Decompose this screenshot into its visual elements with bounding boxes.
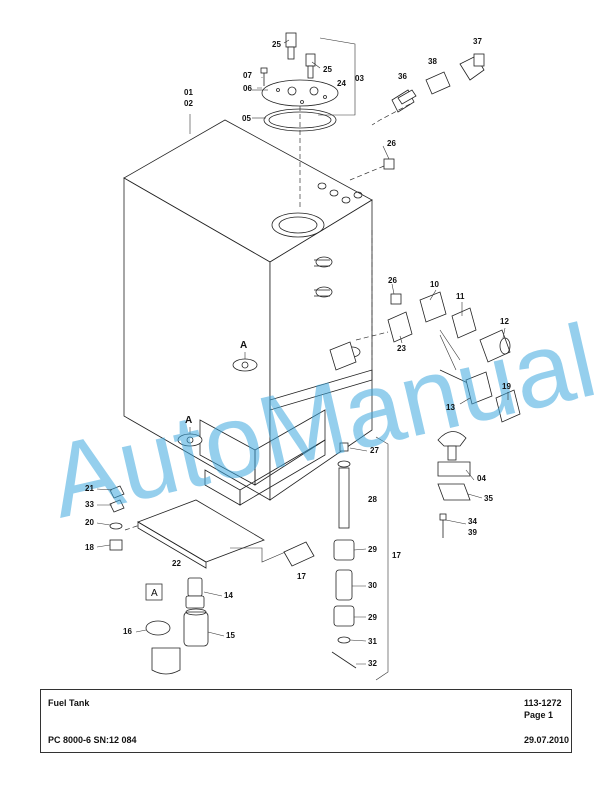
callout-17: 17 [392,551,401,560]
tube-28[interactable] [338,467,350,529]
callout-36: 36 [398,72,407,81]
callout-12: 12 [500,317,509,326]
callout-19: 19 [502,382,511,391]
callout-02: 02 [184,99,193,108]
bolt-18[interactable] [109,539,123,551]
callout-37: 37 [473,37,482,46]
tank-cover-plate[interactable] [261,79,339,107]
callout-17: 17 [297,572,306,581]
callout-11: 11 [456,292,465,301]
tube-30[interactable] [335,569,353,601]
callout-27: 27 [370,446,379,455]
callout-25: 25 [323,65,332,74]
drawing-number: 113-1272 [524,698,562,708]
drain-fitting-a-lower[interactable] [177,427,203,447]
callout-31: 31 [368,637,377,646]
adapter-11[interactable] [451,307,477,339]
callout-a: A [240,340,247,351]
callout-28: 28 [368,495,377,504]
drawing-title: Fuel Tank [48,698,90,708]
callout-10: 10 [430,280,439,289]
fitting-23[interactable] [329,311,413,371]
bolt-34[interactable] [439,513,447,538]
washer-20[interactable] [109,522,123,530]
callout-26: 26 [388,276,397,285]
callout-labels: 25 25 03 24 07 06 01 02 05 37 38 36 26 2… [85,37,511,668]
detail-a-marker: A [151,588,158,599]
callout-18: 18 [85,543,94,552]
fuel-tank-body[interactable] [123,119,373,506]
elbow-10[interactable] [419,291,447,323]
callout-35: 35 [484,494,493,503]
callout-01: 01 [184,88,193,97]
coupler-body-15[interactable] [183,608,209,647]
pin-32[interactable] [331,651,357,669]
callout-38: 38 [428,57,437,66]
callout-07: 07 [243,71,252,80]
cover-gasket[interactable] [263,108,337,132]
callout-39: 39 [468,528,477,537]
callout-16: 16 [123,627,132,636]
callout-25: 25 [272,40,281,49]
callout-20: 20 [85,518,94,527]
adapter-38[interactable] [425,71,451,95]
plug-26-upper[interactable] [349,158,395,181]
callout-03: 03 [355,74,364,83]
clamp-35[interactable] [437,483,471,501]
filter-17[interactable] [283,541,315,567]
ball-valve-04[interactable] [437,431,471,477]
callout-23: 23 [397,344,406,353]
hose-fitting-36[interactable] [391,89,417,113]
callout-14: 14 [224,591,233,600]
callout-30: 30 [368,581,377,590]
detail-a-marker-box [145,583,163,601]
cap-27[interactable] [337,442,351,468]
callout-26: 26 [387,139,396,148]
drawing-date: 29.07.2010 [524,735,570,745]
callout-21: 21 [85,484,94,493]
callout-05: 05 [242,114,251,123]
cover-bolt[interactable] [260,67,268,86]
callout-34: 34 [468,517,477,526]
sleeve-29-lower[interactable] [333,605,355,627]
plug-26-lower[interactable] [390,293,402,305]
sleeve-29-upper[interactable] [333,539,355,561]
callout-13: 13 [446,403,455,412]
dust-cap-16[interactable] [145,620,181,675]
washer-31[interactable] [337,636,351,644]
drain-fitting-a-upper[interactable] [232,352,258,372]
hose-13[interactable] [439,369,493,405]
callout-32: 32 [368,659,377,668]
elbow-37[interactable] [459,53,485,81]
page-number: Page 1 [524,710,554,720]
callout-29: 29 [368,545,377,554]
callout-22: 22 [172,559,181,568]
callout-04: 04 [477,474,486,483]
hose-12[interactable] [479,329,511,363]
breather-valve-lower[interactable] [305,53,316,79]
nut-21[interactable] [109,485,125,499]
title-block: Fuel Tank 113-1272 Page 1 PC 8000-6 SN:1… [40,689,572,753]
quick-coupler-14[interactable] [185,577,205,609]
breather-valve-upper[interactable] [285,32,297,60]
callout-24: 24 [337,79,346,88]
machine-model: PC 8000-6 SN:12 084 [48,735,137,745]
callout-29: 29 [368,613,377,622]
nut-33[interactable] [109,499,125,513]
callout-33: 33 [85,500,94,509]
callout-15: 15 [226,631,235,640]
cover-plate-22[interactable] [137,499,265,569]
callout-06: 06 [243,84,252,93]
callout-a: A [185,415,192,426]
